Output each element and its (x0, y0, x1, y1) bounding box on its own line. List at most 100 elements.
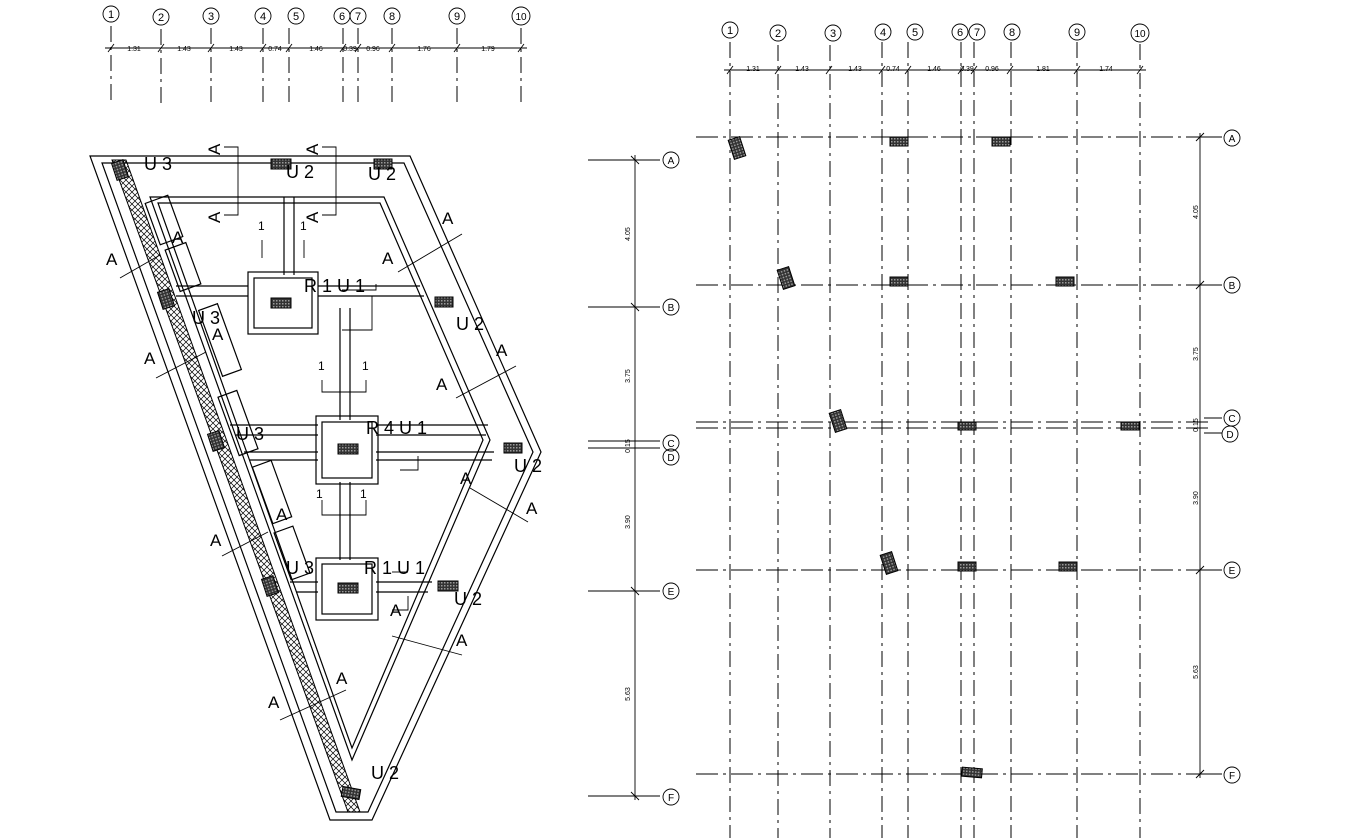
left-grid-bubble-1: 1 (102, 5, 120, 23)
left-grid-label: 9 (454, 11, 460, 23)
section-letter: A (442, 209, 454, 228)
right-spacing: 1.31 (746, 66, 760, 73)
left-grid-bubble-10: 10 (511, 6, 531, 26)
beam-tag: U 2 (371, 763, 399, 783)
right-row-dim: 3.75 (1193, 347, 1200, 361)
beam-tag: U 2 (286, 162, 314, 182)
right-grid-label: 6 (957, 27, 963, 39)
beam-tag: U 2 (456, 314, 484, 334)
right-spacing: 0.39 (960, 66, 974, 73)
column (1120, 421, 1140, 431)
right-spacing: 1.81 (1036, 66, 1050, 73)
section-letter: A (303, 211, 322, 223)
left-grid-bubble-8: 8 (383, 7, 401, 25)
section-letter: A (210, 531, 222, 550)
right-grid-label: 8 (1009, 27, 1015, 39)
section-number: 1 (300, 219, 307, 233)
right-spacing: 1.43 (795, 66, 809, 73)
section-letter: A (205, 143, 224, 155)
row-label: E (668, 587, 675, 598)
section-letter: A (336, 669, 348, 688)
column (337, 582, 359, 594)
left-grid-label: 2 (158, 12, 164, 24)
right-vertical-axes (729, 42, 1141, 838)
right-row-bubble-d: D (1221, 425, 1239, 443)
section-letter: A (106, 250, 118, 269)
column (879, 551, 899, 575)
right-grid-label: 1 (727, 25, 733, 37)
right-row-label: A (1229, 134, 1236, 145)
left-spacing: 0.39 (343, 46, 357, 53)
left-internal-beams (144, 194, 494, 593)
row-label: A (668, 156, 675, 167)
left-spacing: 1.31 (127, 46, 141, 53)
row-dim: 3.90 (625, 515, 632, 529)
right-row-bubble-b: B (1223, 276, 1241, 294)
column (776, 266, 796, 290)
beam-tag: U 3 (286, 558, 314, 578)
left-spacing: 0.96 (366, 46, 380, 53)
right-grid-bubble-1: 1 (721, 21, 739, 39)
right-row-bubble-f: F (1223, 766, 1241, 784)
row-label: B (668, 303, 675, 314)
right-row-label: B (1229, 281, 1236, 292)
row-bubble-f: F (662, 788, 680, 806)
left-spacing: 0.74 (268, 46, 282, 53)
left-beam-tags: U 3 U 2 U 2 U 2 U 2 U 2 U 2 U 3 U 3 U 3 … (144, 154, 542, 783)
left-grid-label: 5 (293, 11, 299, 23)
left-grid-header: 1 2 3 4 5 6 7 8 9 10 1.31 1.43 1.43 0.74… (102, 5, 531, 104)
section-letter: A (268, 693, 280, 712)
right-spacing: 1.43 (848, 66, 862, 73)
left-grid-bubble-7: 7 (349, 7, 367, 25)
left-grid-label: 1 (108, 9, 114, 21)
beam-tag: U 3 (236, 424, 264, 444)
column (889, 136, 909, 147)
row-bubble-a: A (662, 151, 680, 169)
section-letter: A (390, 601, 402, 620)
row-bubble-c: C (662, 434, 680, 452)
right-row-label: D (1226, 430, 1233, 441)
left-grid-label: 3 (208, 11, 214, 23)
section-letter: A (460, 469, 472, 488)
right-row-bubble-a: A (1223, 129, 1241, 147)
section-letter: A (144, 349, 156, 368)
right-grid-bubble-5: 5 (906, 23, 924, 41)
right-row-dim: 4.05 (1193, 205, 1200, 219)
column (270, 297, 292, 309)
beam-tag: U 3 (144, 154, 172, 174)
left-grid-bubble-5: 5 (287, 7, 305, 25)
right-horizontal-axes (696, 136, 1210, 775)
right-grid-label: 4 (880, 27, 886, 39)
right-row-dim: 0.15 (1193, 418, 1200, 432)
right-row-bubble-c: C (1223, 409, 1241, 427)
column (1055, 276, 1075, 287)
section-number: 1 (360, 487, 367, 501)
right-spacing: 0.74 (886, 66, 900, 73)
right-row-label: C (1228, 414, 1235, 425)
section-letter: A (172, 228, 184, 247)
row-dim: 4.05 (625, 227, 632, 241)
section-letter: A (436, 375, 448, 394)
left-spacing: 1.43 (229, 46, 243, 53)
section-number: 1 (318, 359, 325, 373)
section-letter: A (496, 341, 508, 360)
right-grid-bubble-3: 3 (824, 24, 842, 42)
right-row-label: F (1229, 771, 1235, 782)
right-grid-label: 10 (1134, 29, 1146, 40)
right-row-bubble-e: E (1223, 561, 1241, 579)
section-letter: A (456, 631, 468, 650)
section-letter: A (382, 249, 394, 268)
right-grid-bubble-10: 10 (1130, 23, 1150, 43)
right-grid-label: 7 (974, 27, 980, 39)
left-grid-label: 10 (515, 12, 527, 23)
beam-tag: U 3 (192, 308, 220, 328)
section-letter: A (303, 143, 322, 155)
row-bubble-b: B (662, 298, 680, 316)
column (991, 136, 1011, 147)
right-grid-bubble-7: 7 (968, 23, 986, 41)
left-grid-bubble-9: 9 (448, 7, 466, 25)
section-letter: A (205, 211, 224, 223)
column (727, 136, 747, 160)
middle-row-markers: A B C D E F 4.05 3.75 0.15 3.90 5.63 (588, 151, 680, 806)
left-grid-label: 7 (355, 11, 361, 23)
